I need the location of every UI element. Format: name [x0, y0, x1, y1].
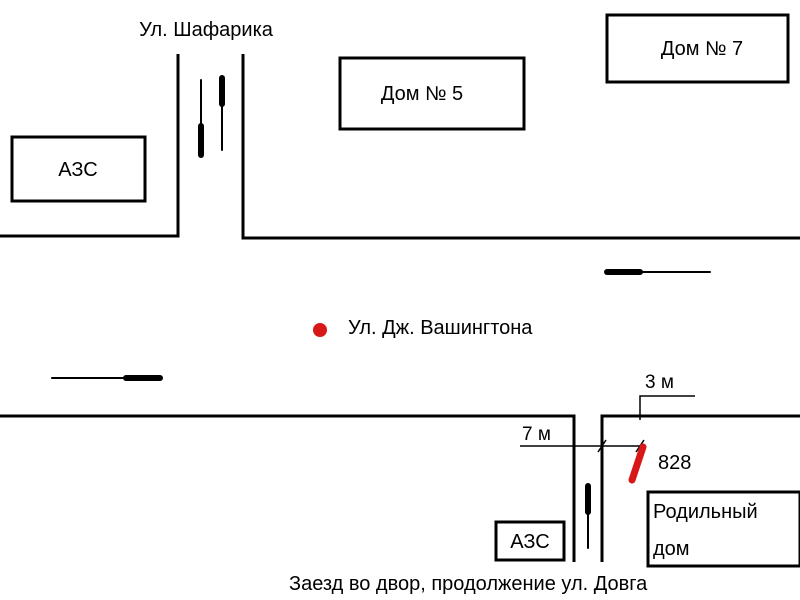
house-5-box: [338, 56, 526, 131]
vehicle-828-marker: [628, 443, 647, 484]
road-edge-top-left: [0, 54, 180, 238]
gas-station-top-box: [10, 135, 147, 203]
house-7-label: Дом № 7: [661, 38, 743, 60]
road-edge-bottom-left: [0, 414, 576, 562]
street-washington-label: Ул. Дж. Вашингтона: [348, 317, 533, 339]
gas-station-top-label: АЗС: [58, 159, 97, 181]
maternity-label-line2: дом: [653, 538, 690, 560]
house-7-box: [605, 13, 790, 84]
gas-station-bottom-box: [494, 520, 566, 562]
maternity-box: [646, 490, 800, 568]
driveway-caption: Заезд во двор, продолжение ул. Довга: [289, 573, 648, 595]
vehicle-828-label: 828: [658, 452, 691, 474]
maternity-label-line1: Родильный: [653, 501, 758, 523]
gas-station-bottom-label: АЗС: [510, 531, 549, 553]
traffic-arrows: [51, 75, 711, 549]
dimension-3m-label: 3 м: [645, 372, 674, 393]
road-edge-bottom-right: [600, 414, 800, 562]
road-edge-top-right: [241, 54, 800, 240]
street-shafarika-label: Ул. Шафарика: [139, 19, 274, 41]
house-5-label: Дом № 5: [381, 83, 463, 105]
road-edges: [0, 54, 800, 562]
dimension-7m-label: 7 м: [522, 424, 551, 445]
collision-point-marker: [313, 323, 327, 337]
dimension-3m: [639, 395, 695, 420]
